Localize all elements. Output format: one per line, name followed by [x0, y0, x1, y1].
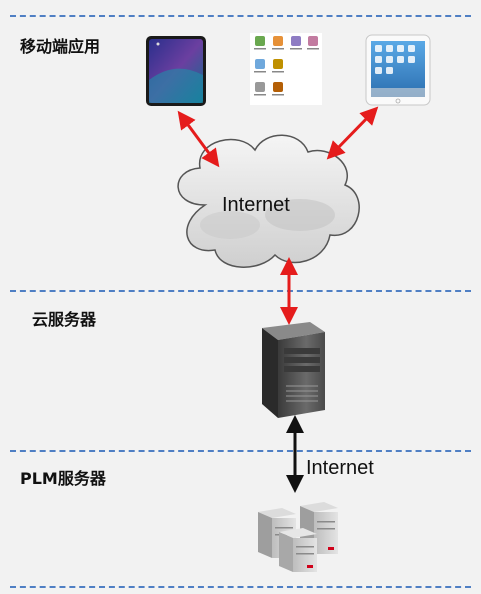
dashed-divider	[10, 450, 471, 452]
dashed-divider	[10, 290, 471, 292]
connection-arrow	[177, 110, 220, 168]
cloud-internet-label: Internet	[222, 194, 290, 216]
layer-label-mobile: 移动端应用	[20, 37, 101, 56]
tablet-icon	[365, 34, 431, 106]
layer-label-plm: PLM服务器	[20, 469, 106, 488]
dashed-divider	[10, 15, 471, 17]
server-cluster-icon	[258, 502, 338, 572]
dashed-divider	[10, 586, 471, 588]
tower-server-icon	[262, 322, 325, 418]
phone-icon	[146, 36, 206, 106]
connection-arrow	[326, 106, 379, 160]
link-internet-label: Internet	[306, 457, 374, 479]
layer-label-cloud: 云服务器	[32, 310, 97, 329]
app-grid-icon	[250, 33, 322, 105]
